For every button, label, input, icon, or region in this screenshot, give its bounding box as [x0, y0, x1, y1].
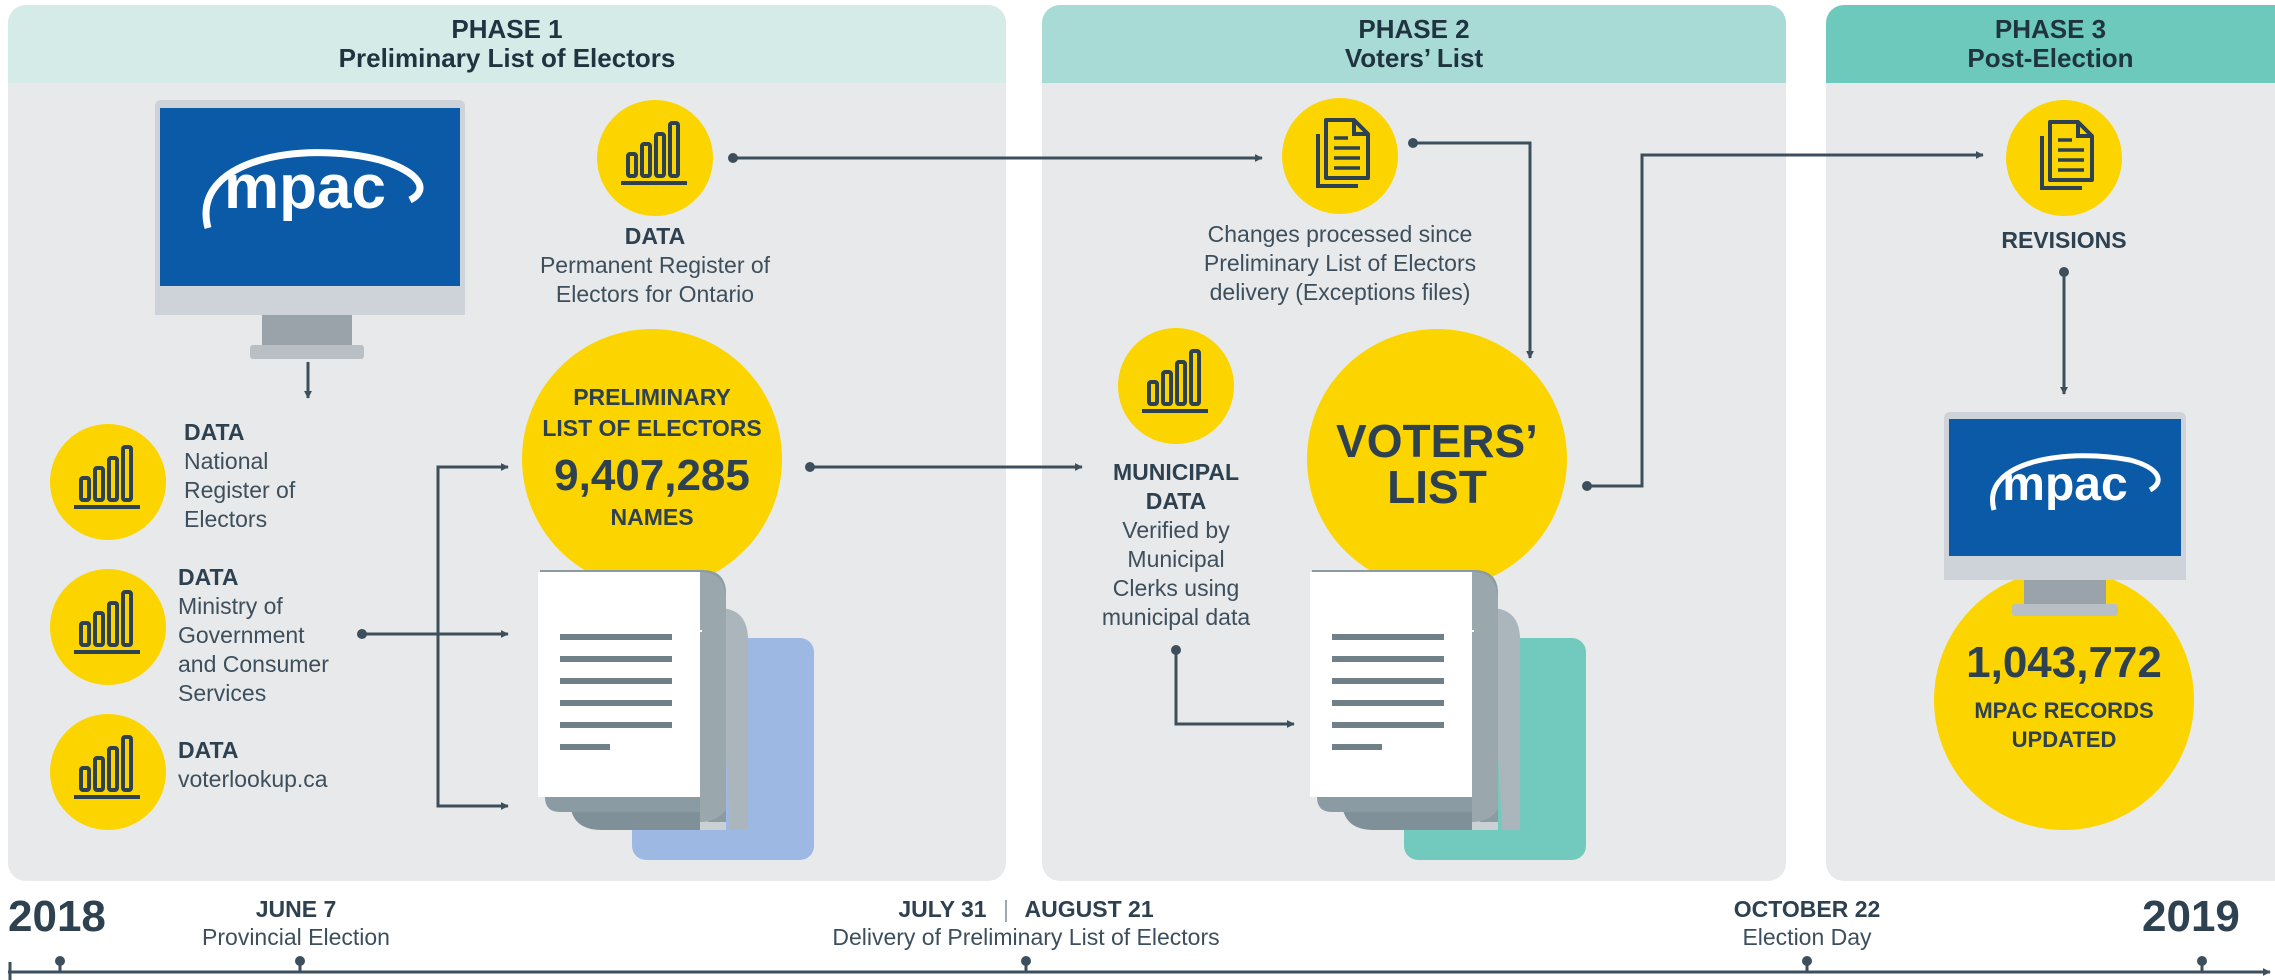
records-text: 1,043,772 MPAC RECORDS UPDATED [1944, 636, 2184, 754]
municipal-heading: DATA [1145, 488, 1207, 514]
phase2-header: PHASE 2 Voters’ List [1042, 5, 1786, 83]
source-voterlookup-label: DATA voterlookup.ca [178, 736, 328, 794]
records-circle [1934, 570, 2194, 830]
preliminary-unit: NAMES [610, 504, 694, 530]
source-heading: DATA [178, 737, 239, 763]
records-count: 1,043,772 [1966, 638, 2162, 687]
phase2-title: Voters’ List [1344, 43, 1484, 73]
changes-line: Changes processed since [1207, 221, 1473, 247]
preliminary-line: LIST OF ELECTORS [542, 415, 762, 441]
source-line: Electors [184, 506, 268, 532]
voters-list-text: VOTERS’ LIST [1317, 418, 1557, 510]
logo-text: mpac [224, 153, 386, 222]
source-line: and Consumer [178, 651, 329, 677]
phase3-title: Post-Election [1967, 43, 2134, 73]
flow-arrows [304, 138, 2069, 810]
source-heading: DATA [184, 419, 245, 445]
preliminary-line: PRELIMINARY [573, 384, 731, 410]
timeline-separator: | [1003, 896, 1009, 922]
changes-label: Changes processed since Preliminary List… [1160, 220, 1520, 307]
source-mgcs-label: DATA Ministry of Government and Consumer… [178, 563, 329, 708]
timeline-june-date: JUNE 7 [255, 896, 337, 922]
source-line: Ministry of [178, 593, 283, 619]
data-prer-line: Permanent Register of [539, 252, 771, 278]
municipal-heading: MUNICIPAL [1112, 459, 1240, 485]
paper-stack-icon [538, 570, 1498, 632]
records-line: MPAC RECORDS [1974, 698, 2154, 723]
timeline-october-date: OCTOBER 22 [1733, 896, 1881, 922]
source-line: Register of [184, 477, 296, 503]
changes-line: delivery (Exceptions files) [1209, 279, 1471, 305]
timeline-date: JULY 31 [898, 896, 987, 922]
revisions-label: REVISIONS [2001, 227, 2127, 253]
timeline-date: AUGUST 21 [1024, 896, 1154, 922]
timeline-delivery-label: Delivery of Preliminary List of Electors [832, 924, 1220, 950]
timeline-june-label: Provincial Election [202, 924, 390, 950]
municipal-line: municipal data [1101, 604, 1251, 630]
logo-text: mpac [2002, 458, 2127, 511]
municipal-line: Municipal [1127, 546, 1225, 572]
paper-stack-icon [538, 570, 814, 860]
records-line: UPDATED [2011, 727, 2117, 752]
mpac-monitor-icon [1944, 560, 2186, 616]
phase2-label: PHASE 2 [1358, 14, 1470, 44]
source-line: voterlookup.ca [178, 766, 328, 792]
document-icon [2040, 120, 2094, 190]
timeline-year-start: 2018 [8, 892, 106, 941]
preliminary-count: 9,407,285 [554, 451, 750, 500]
municipal-line: Verified by [1122, 517, 1230, 543]
timeline-delivery-dates: JULY 31 | AUGUST 21 [836, 896, 1216, 923]
phase1-title: Preliminary List of Electors [338, 43, 676, 73]
municipal-line: Clerks using [1112, 575, 1240, 601]
preliminary-text: PRELIMINARY LIST OF ELECTORS 9,407,285 N… [522, 382, 782, 530]
timeline-axis [8, 956, 2271, 980]
source-nre-label: DATA National Register of Electors [184, 418, 295, 534]
timeline-year-end: 2019 [2142, 892, 2240, 941]
source-heading: DATA [178, 564, 239, 590]
changes-line: Preliminary List of Electors [1203, 250, 1477, 276]
voters-list-circle [1307, 329, 1567, 589]
source-line: National [184, 448, 269, 474]
data-prer-label: DATA Permanent Register of Electors for … [500, 222, 810, 309]
phase3-label: PHASE 3 [1994, 14, 2107, 44]
data-prer-heading: DATA [624, 223, 686, 249]
mpac-monitor-icon: mpac [155, 100, 465, 359]
voters-list-line: LIST [1387, 461, 1487, 513]
preliminary-circle [522, 329, 782, 589]
data-prer-line: Electors for Ontario [555, 281, 755, 307]
municipal-label: MUNICIPAL DATA Verified by Municipal Cle… [1076, 458, 1276, 632]
source-line: Services [178, 680, 267, 706]
phase3-header: PHASE 3 Post-Election [1826, 5, 2275, 83]
document-icon [1316, 118, 1370, 188]
phase1-label: PHASE 1 [451, 14, 563, 44]
phase1-header: PHASE 1 Preliminary List of Electors [8, 5, 1006, 83]
voters-list-line: VOTERS’ [1336, 415, 1538, 467]
source-line: Government [178, 622, 305, 648]
timeline-october-label: Election Day [1742, 924, 1872, 950]
